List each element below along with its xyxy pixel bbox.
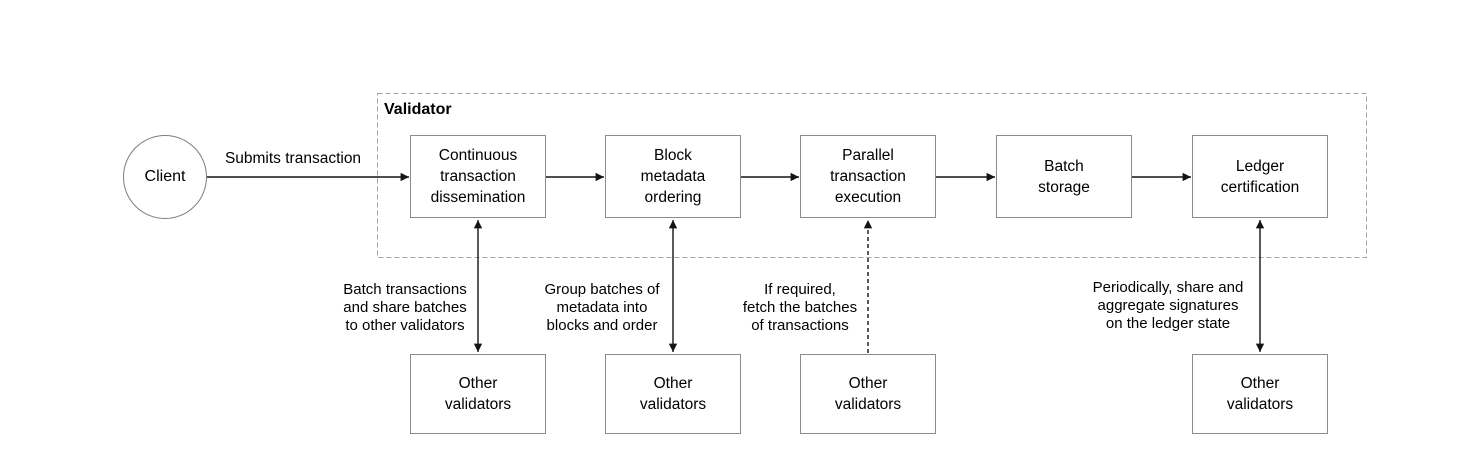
annotation-batch-and-share: Batch transactions and share batches to …	[343, 281, 467, 334]
node-other-validators-1: Other validators	[410, 354, 546, 434]
node-label: Other validators	[444, 375, 512, 413]
annotation-group-batches: Group batches of metadata into blocks an…	[544, 281, 660, 334]
node-label: Continuous transaction dissemination	[430, 147, 526, 206]
node-batch-storage: Batch storage	[996, 135, 1132, 218]
node-label: Block metadata ordering	[640, 147, 706, 206]
submit-transaction-label: Submits transaction	[224, 150, 362, 167]
node-ledger-certification: Ledger certification	[1192, 135, 1328, 218]
client-node: Client	[123, 135, 207, 219]
node-label: Parallel transaction execution	[830, 147, 906, 206]
node-label: Other validators	[639, 375, 707, 413]
node-label: Batch storage	[1038, 157, 1090, 196]
node-block-metadata-ordering: Block metadata ordering	[605, 135, 741, 218]
node-continuous-transaction-dissemination: Continuous transaction dissemination	[410, 135, 546, 218]
node-label: Other validators	[834, 375, 902, 413]
annotation-fetch-if-required: If required, fetch the batches of transa…	[742, 281, 858, 334]
node-label: Ledger certification	[1220, 157, 1300, 196]
validator-group-label: Validator	[384, 101, 452, 118]
node-label: Other validators	[1226, 375, 1294, 413]
node-other-validators-4: Other validators	[1192, 354, 1328, 434]
validator-group-border	[377, 93, 1367, 258]
node-other-validators-3: Other validators	[800, 354, 936, 434]
node-parallel-transaction-execution: Parallel transaction execution	[800, 135, 936, 218]
annotation-aggregate-signatures: Periodically, share and aggregate signat…	[1092, 279, 1244, 332]
client-node-label: Client	[144, 168, 186, 185]
node-other-validators-2: Other validators	[605, 354, 741, 434]
